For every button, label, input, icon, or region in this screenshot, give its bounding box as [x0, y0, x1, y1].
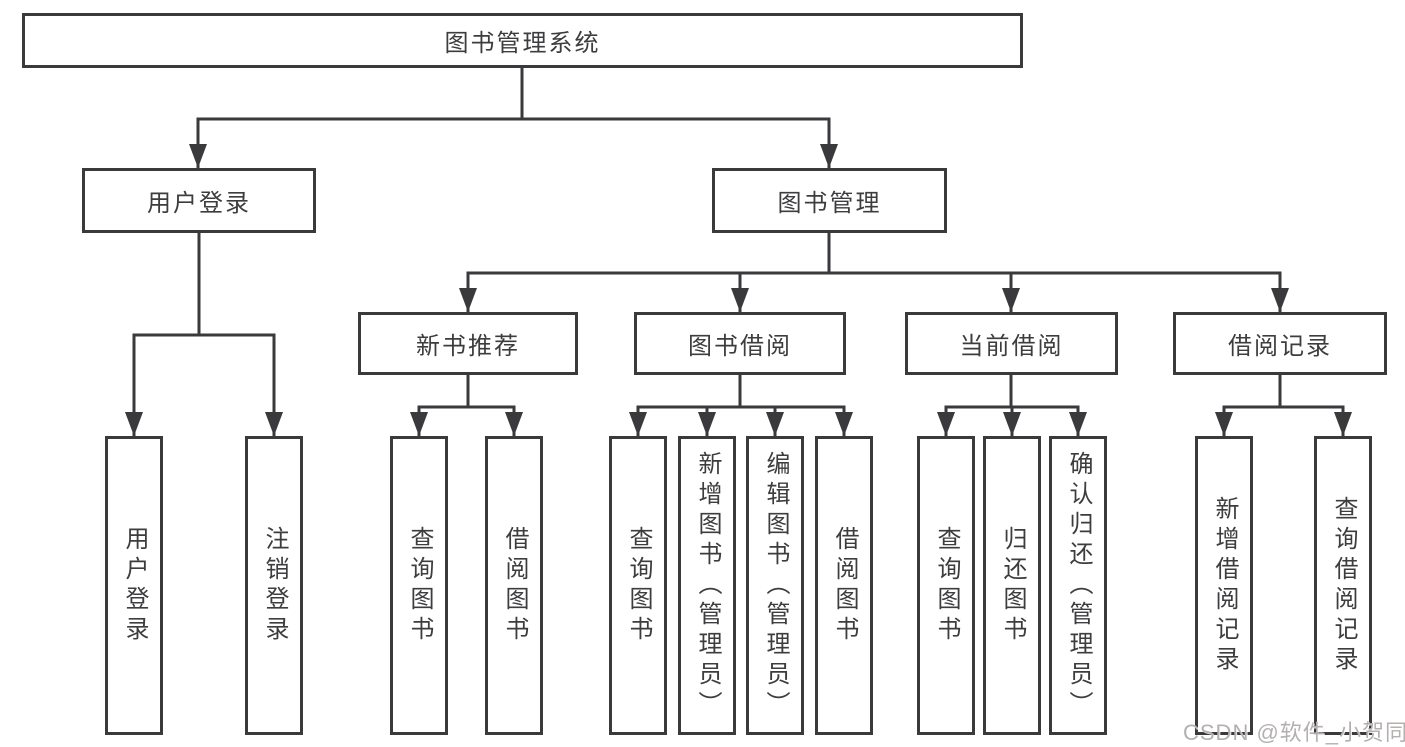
- node-book-borrowing: 图书借阅: [634, 312, 846, 375]
- node-library-management-system: 图书管理系统: [22, 13, 1023, 68]
- leaf-query-books-2: 查询图书: [609, 436, 667, 735]
- node-book-management: 图书管理: [712, 168, 947, 233]
- leaf-borrow-books-1: 借阅图书: [485, 436, 543, 735]
- leaf-add-books-admin-label: 新增图书（管理员）: [694, 450, 721, 721]
- node-borrowing-records: 借阅记录: [1173, 312, 1387, 375]
- node-user-login: 用户登录: [82, 168, 316, 233]
- leaf-user-login: 用户登录: [105, 436, 163, 735]
- leaf-logout-label: 注销登录: [261, 525, 288, 646]
- leaf-return-books: 归还图书: [983, 436, 1041, 735]
- leaf-borrow-books-1-label: 借阅图书: [501, 525, 528, 646]
- leaf-add-borrow-record-label: 新增借阅记录: [1211, 495, 1238, 676]
- node-current-borrowing: 当前借阅: [905, 312, 1118, 375]
- leaf-borrow-books-2: 借阅图书: [815, 436, 873, 735]
- leaf-edit-books-admin: 编辑图书（管理员）: [746, 436, 804, 735]
- leaf-logout: 注销登录: [245, 436, 303, 735]
- leaf-add-books-admin: 新增图书（管理员）: [678, 436, 736, 735]
- leaf-query-books-1-label: 查询图书: [406, 525, 433, 646]
- csdn-watermark: CSDN @软件_小贺同学: [1183, 720, 1405, 745]
- leaf-query-books-3-label: 查询图书: [933, 525, 960, 646]
- leaf-query-books-3: 查询图书: [917, 436, 975, 735]
- leaf-query-books-1: 查询图书: [390, 436, 448, 735]
- leaf-query-books-2-label: 查询图书: [625, 525, 652, 646]
- leaf-confirm-return-admin-label: 确认归还（管理员）: [1065, 450, 1092, 721]
- leaf-return-books-label: 归还图书: [999, 525, 1026, 646]
- leaf-user-login-label: 用户登录: [121, 525, 148, 646]
- leaf-add-borrow-record: 新增借阅记录: [1195, 436, 1253, 735]
- leaf-confirm-return-admin: 确认归还（管理员）: [1049, 436, 1107, 735]
- leaf-query-borrow-record: 查询借阅记录: [1314, 436, 1372, 735]
- node-new-book-recommend: 新书推荐: [358, 312, 578, 375]
- leaf-borrow-books-2-label: 借阅图书: [831, 525, 858, 646]
- leaf-query-borrow-record-label: 查询借阅记录: [1330, 495, 1357, 676]
- leaf-edit-books-admin-label: 编辑图书（管理员）: [762, 450, 789, 721]
